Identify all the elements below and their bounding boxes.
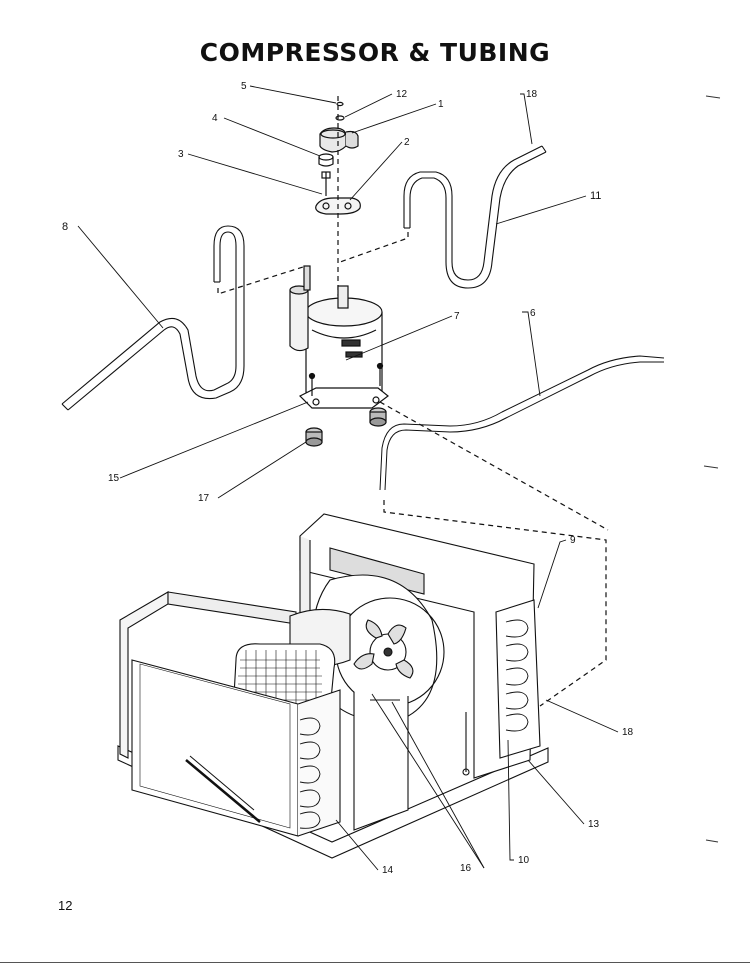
capillary-tube-part [379, 355, 665, 491]
callout-3: 3 [178, 149, 184, 160]
callout-2: 2 [404, 137, 410, 148]
page-number: 12 [58, 898, 73, 913]
leader-lines [77, 85, 619, 871]
callout-17: 17 [198, 493, 210, 504]
evaporator-coil-part [131, 659, 341, 837]
callout-13: 13 [588, 819, 600, 830]
callout-4: 4 [212, 113, 218, 124]
callout-16: 16 [460, 863, 472, 874]
compressor-grommet-part [305, 407, 387, 447]
washer-part [335, 115, 345, 121]
page-title: COMPRESSOR & TUBING [199, 38, 551, 67]
callout-6: 6 [530, 308, 536, 319]
terminal-cover-part [319, 127, 359, 153]
grommet-part [318, 153, 334, 167]
nut-part [336, 101, 344, 107]
callout-9: 9 [570, 535, 576, 546]
discharge-tube-part [403, 145, 547, 289]
callout-11: 11 [590, 190, 601, 202]
callout-18-bottom: 18 [622, 727, 634, 738]
bottom-rule [0, 962, 750, 963]
callout-7: 7 [454, 311, 460, 322]
chassis-unit [117, 513, 549, 859]
callout-1: 1 [438, 99, 444, 110]
callout-14: 14 [382, 865, 394, 876]
condenser-coil-part [495, 599, 541, 759]
callout-15: 15 [108, 473, 120, 484]
callout-8: 8 [62, 221, 68, 233]
margin-marks [703, 95, 721, 843]
callout-18-top: 18 [526, 89, 538, 100]
callout-12: 12 [396, 89, 408, 100]
condenser-fan-part [353, 619, 414, 679]
callout-5: 5 [241, 81, 247, 92]
suction-tube-part [61, 225, 245, 411]
sleeve-bolt-part [321, 171, 331, 196]
compressor-part [289, 265, 389, 409]
callout-10: 10 [518, 855, 530, 866]
